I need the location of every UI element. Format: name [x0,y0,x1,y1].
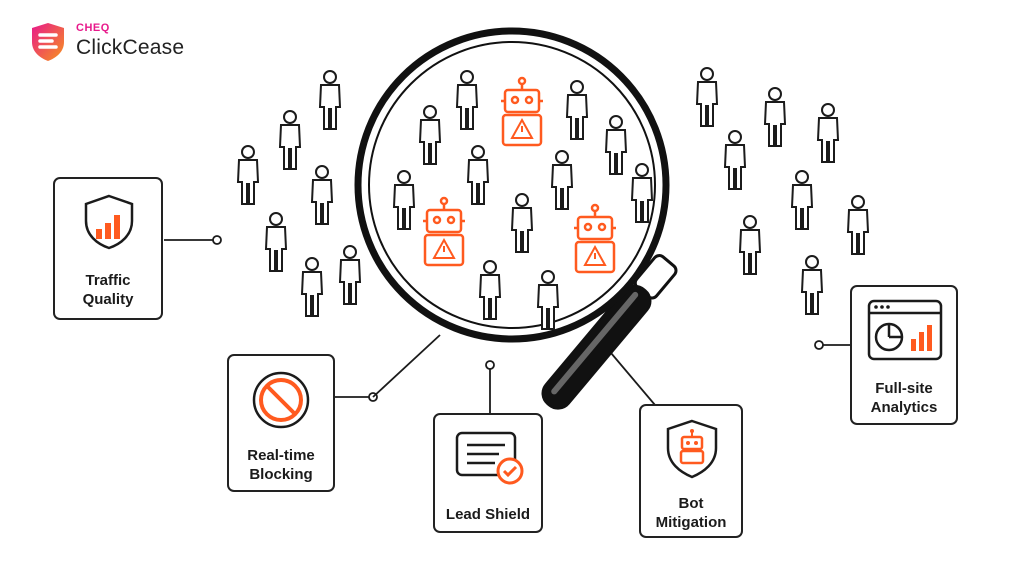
robot-warning-icon [574,203,616,274]
person-icon [846,195,870,255]
browser-analytics-icon [867,299,943,361]
card-bot-mitigation: Bot Mitigation [639,404,743,538]
card-label: Lead Shield [445,506,531,523]
person-icon [310,165,334,225]
card-label: Full-site Analytics [870,380,938,416]
robot-warning-icon [501,76,543,147]
card-label: Bot Mitigation [655,495,727,531]
robot-warning-icon [423,196,465,267]
person-icon [763,87,787,147]
card-real-time-blocking: Real-time Blocking [227,354,335,492]
person-icon [550,150,574,210]
person-icon [536,270,560,330]
person-icon [300,257,324,317]
shield-robot-icon [666,419,718,479]
person-icon [338,245,362,305]
person-icon [738,215,762,275]
person-icon [392,170,416,230]
person-icon [466,145,490,205]
card-lead-shield: Lead Shield [433,413,543,533]
brand-sub: CHEQ [76,22,110,34]
person-icon [723,130,747,190]
person-icon [318,70,342,130]
card-traffic-quality: Traffic Quality [53,177,163,320]
person-icon [455,70,479,130]
person-icon [604,115,628,175]
person-icon [264,212,288,272]
person-icon [630,163,654,223]
card-label: Real-time Blocking [247,447,315,483]
person-icon [418,105,442,165]
shield-chart-icon [84,194,134,250]
person-icon [278,110,302,170]
card-full-site-analytics: Full-site Analytics [850,285,958,425]
person-icon [800,255,824,315]
person-icon [510,193,534,253]
shield-icon [32,23,64,61]
person-icon [565,80,589,140]
person-icon [478,260,502,320]
brand-logo: CHEQ ClickCease [26,20,216,66]
block-icon [252,371,310,429]
person-icon [236,145,260,205]
form-check-icon [455,431,524,485]
person-icon [816,103,840,163]
person-icon [695,67,719,127]
brand-name: ClickCease [76,36,185,59]
card-label: Traffic Quality [82,272,134,308]
person-icon [790,170,814,230]
